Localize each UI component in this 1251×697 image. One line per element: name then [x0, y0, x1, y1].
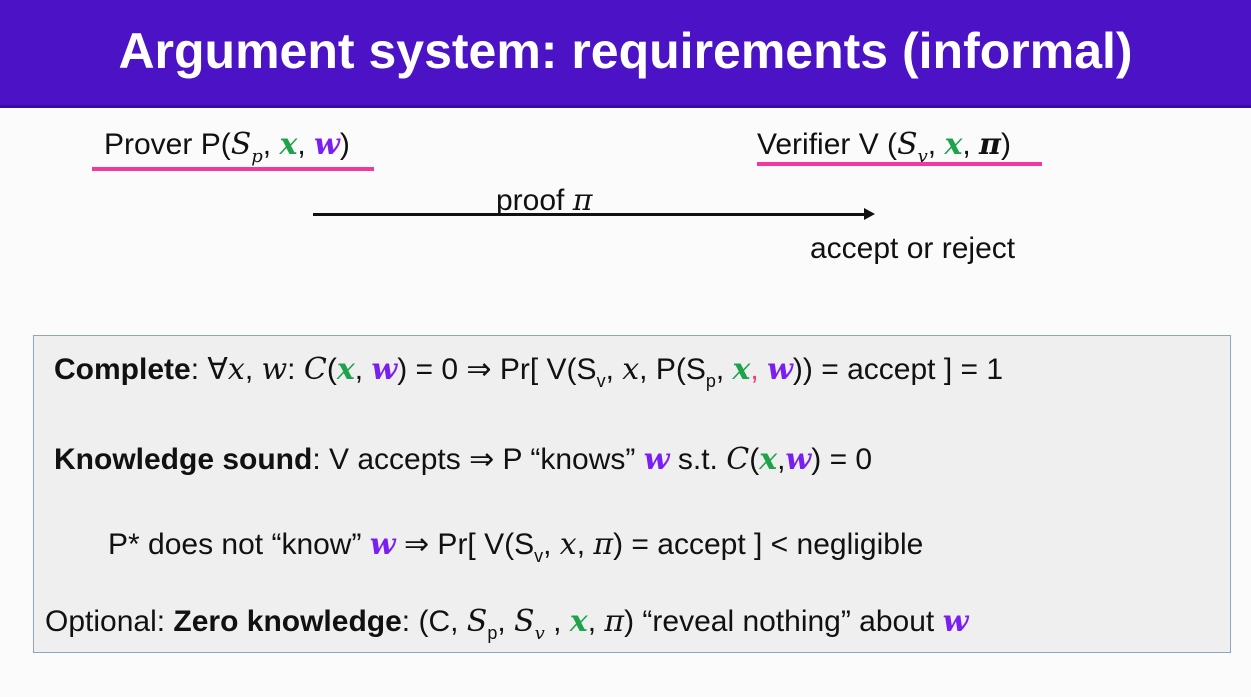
knowledge-sound-requirement: Knowledge sound: V accepts ⇒ P “knows” w… — [54, 442, 872, 478]
text-segment: p — [705, 371, 716, 391]
text-segment: , — [497, 605, 515, 638]
text-segment: , — [750, 353, 768, 386]
text-segment: , — [715, 353, 733, 386]
text-segment: v — [596, 371, 606, 391]
zero-knowledge-requirement: Optional: Zero knowledge: (C, Sp, Sv , x… — [45, 604, 968, 652]
text-segment: S — [230, 127, 252, 162]
text-segment: Verifier V ( — [757, 128, 898, 161]
verifier-label: Verifier V (Sv, x, π) — [757, 127, 1011, 175]
text-segment: x — [759, 442, 778, 477]
negligible-requirement: P* does not “know” w ⇒ Pr[ V(Sv, x, π) =… — [108, 527, 923, 574]
text-segment: , — [777, 443, 786, 476]
text-segment: P* does not “know” — [108, 528, 370, 561]
text-segment: x — [279, 127, 298, 162]
text-segment: π — [593, 527, 614, 562]
text-segment: v — [534, 546, 544, 566]
text-segment: ) = 0 ⇒ Pr[ V(S — [397, 353, 597, 386]
text-segment: ) = accept ] < negligible — [613, 528, 924, 561]
text-segment: x — [944, 127, 963, 162]
prover-label: Prover P(Sp, x, w) — [104, 127, 350, 175]
text-segment: , — [244, 353, 262, 386]
text-segment: , — [354, 353, 372, 386]
text-segment: π — [979, 127, 1001, 162]
verifier-underline — [757, 162, 1042, 166]
text-segment: x — [732, 352, 751, 387]
text-segment: , — [927, 128, 945, 161]
text-segment: w — [767, 352, 793, 387]
text-segment: ) — [1000, 128, 1011, 161]
text-segment: )) = accept ] = 1 — [792, 353, 1004, 386]
text-segment: , — [605, 353, 623, 386]
text-segment: x — [622, 352, 640, 387]
title-bar: Argument system: requirements (informal) — [0, 0, 1251, 108]
text-segment: , — [576, 528, 594, 561]
text-segment: w — [643, 442, 670, 477]
text-segment: , P(S — [639, 353, 706, 386]
text-segment: w — [369, 527, 396, 562]
text-segment: s.t. — [669, 443, 727, 476]
text-segment: x — [559, 527, 577, 562]
text-segment: , — [544, 605, 570, 638]
text-segment: w — [942, 604, 969, 639]
text-segment: proof — [496, 184, 573, 217]
text-segment: : (C, — [401, 605, 467, 638]
text-segment: x — [227, 352, 245, 387]
text-segment: w — [261, 352, 288, 387]
text-segment: C — [303, 352, 327, 387]
text-segment: , — [262, 128, 280, 161]
text-segment: Complete — [54, 353, 191, 386]
text-segment: ) = 0 — [811, 443, 873, 476]
text-segment: , — [297, 128, 315, 161]
text-segment: S — [897, 127, 918, 162]
text-segment: x — [569, 604, 588, 639]
text-segment: p — [251, 146, 263, 167]
text-segment: ) — [339, 128, 350, 161]
text-segment: S — [466, 604, 488, 639]
text-segment: x — [336, 352, 355, 387]
text-segment: : ∀ — [190, 353, 228, 386]
text-segment: S — [514, 604, 535, 639]
text-segment: π — [604, 604, 625, 639]
requirements-box — [33, 335, 1231, 653]
result-label: accept or reject — [810, 232, 1016, 265]
prover-underline — [92, 167, 374, 171]
text-segment: Knowledge sound — [54, 443, 313, 476]
text-segment: π — [572, 183, 593, 218]
text-segment: Prover P( — [104, 128, 231, 161]
proof-arrow — [313, 213, 868, 216]
text-segment: : V accepts ⇒ P “knows” — [312, 443, 644, 476]
text-segment: Zero knowledge — [173, 605, 402, 638]
slide-title: Argument system: requirements (informal) — [118, 23, 1133, 79]
text-segment: v — [534, 623, 545, 644]
complete-requirement: Complete: ∀x, w: C(x, w) = 0 ⇒ Pr[ V(Sv,… — [54, 352, 1003, 399]
proof-label: proof π — [496, 183, 592, 219]
text-segment: w — [371, 352, 398, 387]
text-segment: w — [785, 442, 812, 477]
text-segment: , — [543, 528, 560, 561]
text-segment: p — [487, 623, 498, 643]
arrowhead-icon — [864, 208, 875, 220]
text-segment: w — [314, 127, 340, 162]
text-segment: : — [287, 353, 304, 386]
text-segment: ( — [749, 443, 760, 476]
text-segment: v — [917, 146, 928, 167]
text-segment: , — [962, 128, 980, 161]
text-segment: C — [726, 442, 750, 477]
text-segment: , — [587, 605, 605, 638]
text-segment: ) “reveal nothing” about — [624, 605, 943, 638]
text-segment: ⇒ Pr[ V(S — [395, 528, 535, 561]
text-segment: ( — [326, 353, 337, 386]
text-segment: Optional: — [45, 605, 174, 638]
